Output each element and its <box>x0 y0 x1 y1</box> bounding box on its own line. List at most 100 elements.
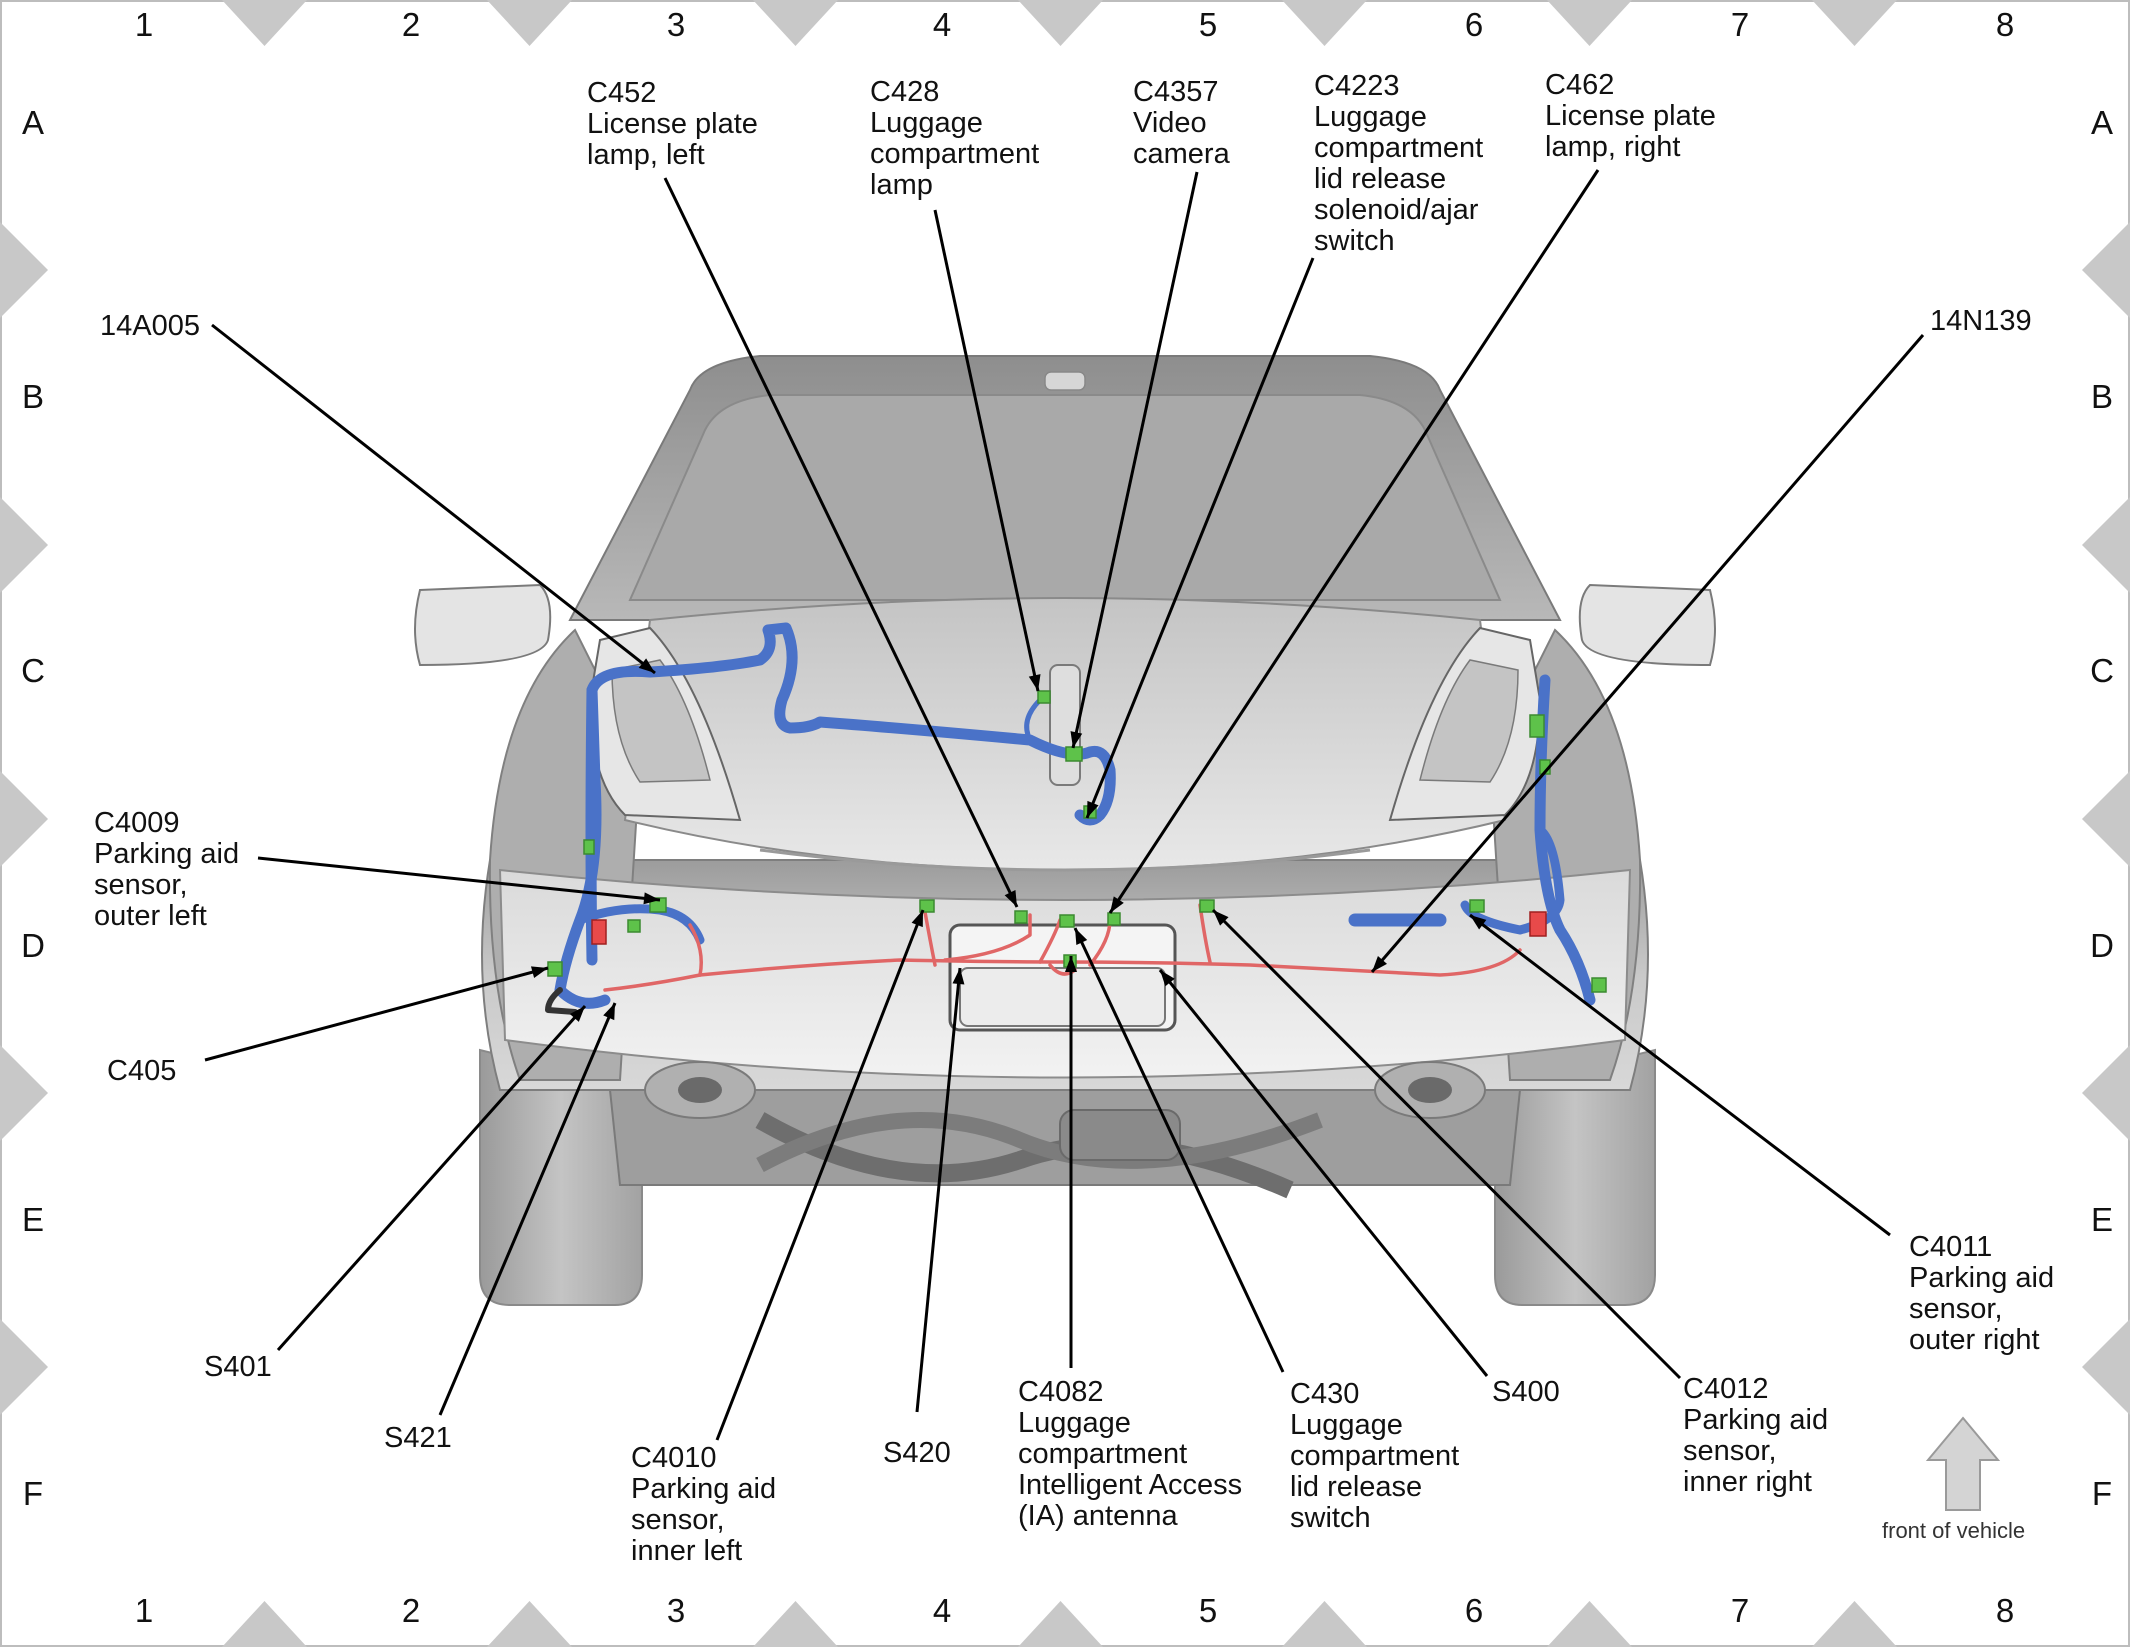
front-of-vehicle-label: front of vehicle <box>1882 1518 2026 1543</box>
bottom-column-label-3: 3 <box>666 1592 686 1629</box>
leader-line-c4357 <box>1071 171 1199 749</box>
callout-c4223-line-4: solenoid/ajar <box>1314 194 1479 226</box>
top-column-label-1: 1 <box>134 6 154 43</box>
callout-c428-line-1: Luggage <box>870 107 983 139</box>
callout-c452-line-1: License plate <box>587 108 758 140</box>
right-rear-tire <box>1494 1048 1656 1306</box>
front-of-vehicle-arrow <box>1925 1416 2001 1511</box>
callout-s421-line-0: S421 <box>384 1422 452 1454</box>
leader-arrow-c4223 <box>1087 800 1099 818</box>
callout-c428-line-2: compartment <box>870 138 1040 170</box>
callout-c4010-line-3: inner left <box>631 1535 743 1567</box>
callout-leader-lines <box>204 169 1925 1441</box>
right-mirror <box>1578 583 1716 667</box>
leader-line-c430 <box>1073 927 1285 1373</box>
leader-arrow-c4009 <box>643 892 660 905</box>
leader-line-c4009 <box>257 856 661 902</box>
callout-c4012-line-3: inner right <box>1683 1466 1812 1498</box>
callout-c430-line-4: switch <box>1290 1502 1371 1534</box>
callout-h14a005-line-0: 14A005 <box>100 310 200 342</box>
callout-c4357-line-1: Video <box>1133 107 1207 139</box>
leader-arrow-c462 <box>1110 896 1124 913</box>
leader-arrow-c4357 <box>1070 731 1083 748</box>
leader-line-c4223 <box>1085 257 1315 819</box>
leader-arrow-c430 <box>1075 928 1088 946</box>
left-row-label-F: F <box>22 1475 44 1512</box>
leader-line-c452 <box>663 177 1019 908</box>
leader-line-c428 <box>933 209 1040 692</box>
leader-arrow-s420 <box>952 968 965 985</box>
callout-c4082-line-0: C4082 <box>1018 1376 1104 1408</box>
callout-c4223-line-3: lid release <box>1314 163 1447 195</box>
callout-c430-line-1: Luggage <box>1290 1409 1403 1441</box>
callout-c4012-line-1: Parking aid <box>1683 1404 1829 1436</box>
leader-arrow-s401 <box>569 1006 585 1022</box>
leader-line-s401 <box>276 1005 587 1351</box>
left-row-label-E: E <box>21 1201 44 1238</box>
red-connectors <box>591 911 1547 945</box>
callout-c4223-line-5: switch <box>1314 225 1395 257</box>
callout-c4009-line-0: C4009 <box>94 807 180 839</box>
high-mount-brake-lamp <box>1044 371 1086 391</box>
right-row-label-C: C <box>2090 652 2114 689</box>
callout-c4223-line-0: C4223 <box>1314 70 1400 102</box>
callout-s401: S401 <box>204 1352 272 1383</box>
callout-c4082-line-2: compartment <box>1018 1438 1188 1470</box>
callout-c462-line-0: C462 <box>1545 69 1615 101</box>
leader-line-s420 <box>915 967 962 1413</box>
leader-line-s400 <box>1158 969 1489 1377</box>
callout-s420-line-0: S420 <box>883 1437 951 1469</box>
trunk-emblem <box>1049 664 1081 786</box>
top-column-label-8: 8 <box>1995 6 2015 43</box>
leader-line-c4011 <box>1469 913 1891 1237</box>
bottom-column-label-5: 5 <box>1198 1592 1218 1629</box>
left-row-label-C: C <box>21 652 45 689</box>
right-row-label-A: A <box>2090 104 2113 141</box>
right-row-label-D: D <box>2090 927 2114 964</box>
callout-c4010-line-2: sensor, <box>631 1504 725 1536</box>
callout-c4223-line-1: Luggage <box>1314 101 1427 133</box>
callout-c4009-line-3: outer left <box>94 900 207 932</box>
callout-s400-line-0: S400 <box>1492 1376 1560 1408</box>
right-row-label-B: B <box>2090 378 2113 415</box>
leader-arrow-c452 <box>1004 889 1017 907</box>
callout-c4357-line-0: C4357 <box>1133 76 1219 108</box>
top-column-label-2: 2 <box>401 6 421 43</box>
bottom-column-label-7: 7 <box>1730 1592 1750 1629</box>
leader-line-c4012 <box>1211 908 1682 1380</box>
top-column-label-3: 3 <box>666 6 686 43</box>
left-row-label-D: D <box>21 927 45 964</box>
top-column-label-6: 6 <box>1464 6 1484 43</box>
callout-c452-line-0: C452 <box>587 77 657 109</box>
callout-c462-line-2: lamp, right <box>1545 131 1681 163</box>
left-mirror <box>414 583 552 667</box>
leader-line-c405 <box>204 966 549 1062</box>
callout-c4009-line-2: sensor, <box>94 869 188 901</box>
left-rear-tire <box>479 1048 643 1306</box>
leader-line-h14n139 <box>1370 334 1925 973</box>
callout-c430-line-0: C430 <box>1290 1378 1360 1410</box>
leader-line-h14a005 <box>211 323 656 675</box>
callout-c452-line-2: lamp, left <box>587 139 705 171</box>
leader-arrow-c405 <box>530 966 548 978</box>
callout-s420: S420 <box>883 1438 951 1469</box>
right-row-label-E: E <box>2090 1201 2113 1238</box>
callout-c4011-line-1: Parking aid <box>1909 1262 2055 1294</box>
callout-c4009-line-1: Parking aid <box>94 838 240 870</box>
callout-c405: C405 <box>107 1056 176 1087</box>
left-row-label-B: B <box>21 378 44 415</box>
leader-arrow-c4010 <box>911 910 923 928</box>
callout-c430-line-2: compartment <box>1290 1440 1460 1472</box>
callout-c428-line-0: C428 <box>870 76 940 108</box>
callout-c4010-line-1: Parking aid <box>631 1473 777 1505</box>
